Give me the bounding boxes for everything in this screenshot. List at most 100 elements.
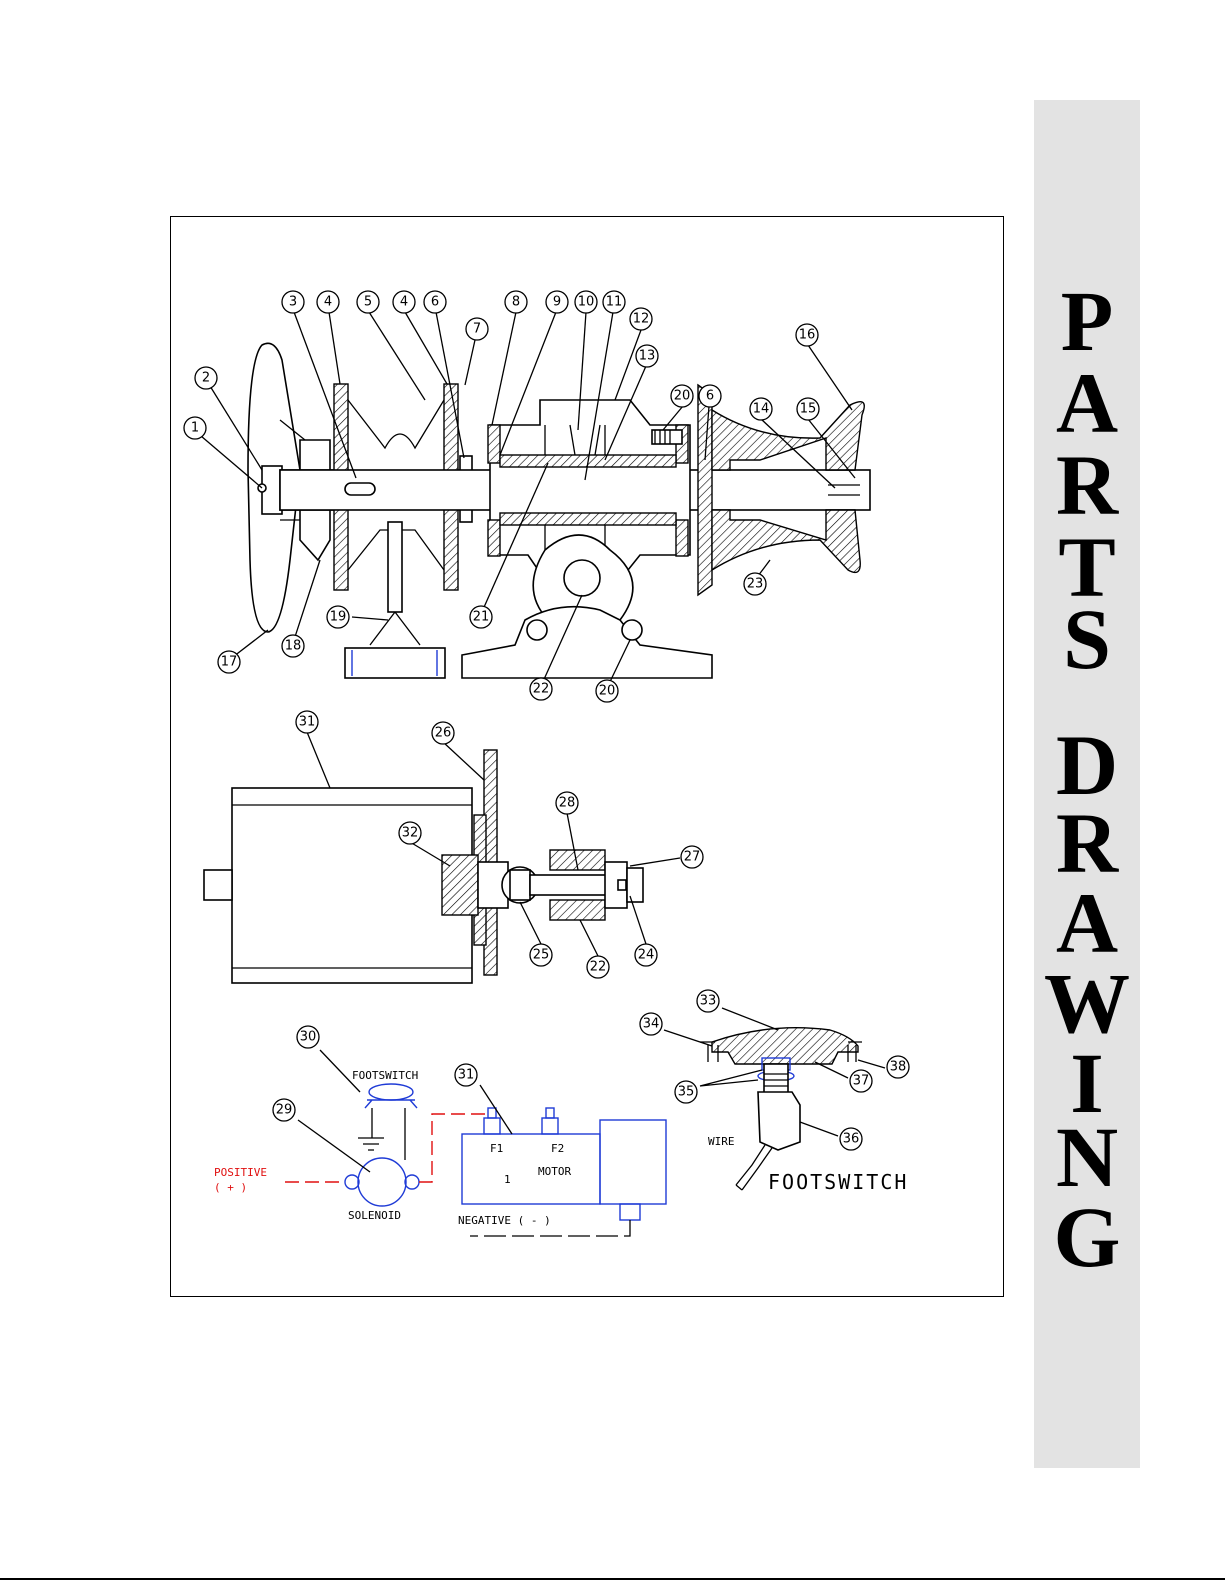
svg-text:28: 28 <box>559 796 576 811</box>
callout: 28 <box>556 792 578 814</box>
svg-text:22: 22 <box>590 960 607 975</box>
motor-box <box>462 1134 600 1204</box>
motor-number-label: 1 <box>504 1173 511 1186</box>
svg-text:4: 4 <box>324 295 332 310</box>
callout: 32 <box>399 822 421 844</box>
svg-text:31: 31 <box>299 715 316 730</box>
svg-text:31: 31 <box>458 1068 475 1083</box>
svg-text:18: 18 <box>285 639 302 654</box>
callout: 30 <box>297 1026 319 1048</box>
callout: 1 <box>184 417 206 439</box>
svg-text:20: 20 <box>599 684 616 699</box>
callout: 13 <box>636 345 658 367</box>
svg-text:38: 38 <box>890 1060 907 1075</box>
svg-text:16: 16 <box>799 328 816 343</box>
svg-text:17: 17 <box>221 655 238 670</box>
callout: 4 <box>317 291 339 313</box>
callout: 15 <box>797 398 819 420</box>
callout: 26 <box>432 722 454 744</box>
callout: 2 <box>195 367 217 389</box>
svg-text:36: 36 <box>843 1132 860 1147</box>
svg-text:11: 11 <box>606 295 623 310</box>
svg-text:6: 6 <box>706 389 714 404</box>
svg-text:34: 34 <box>643 1017 660 1032</box>
callout: 31 <box>296 711 318 733</box>
callout: 20 <box>671 385 693 407</box>
callout: 33 <box>697 990 719 1012</box>
callout: 12 <box>630 308 652 330</box>
motor-body <box>232 788 472 983</box>
callout: 7 <box>466 318 488 340</box>
svg-text:33: 33 <box>700 994 717 1009</box>
belt-guard-base <box>345 648 445 678</box>
footswitch-label-large: FOOTSWITCH <box>768 1170 908 1194</box>
callout: 17 <box>218 651 240 673</box>
svg-text:26: 26 <box>435 726 452 741</box>
callout: 36 <box>840 1128 862 1150</box>
svg-text:10: 10 <box>578 295 595 310</box>
negative-label: NEGATIVE ( - ) <box>458 1214 551 1227</box>
svg-text:9: 9 <box>553 295 561 310</box>
svg-text:21: 21 <box>473 610 490 625</box>
callout: 6 <box>699 385 721 407</box>
svg-text:20: 20 <box>674 389 691 404</box>
callout: 22 <box>530 678 552 700</box>
callout: 16 <box>796 324 818 346</box>
svg-text:19: 19 <box>330 610 347 625</box>
svg-text:35: 35 <box>678 1085 695 1100</box>
callout: 19 <box>327 606 349 628</box>
callout: 34 <box>640 1013 662 1035</box>
svg-text:5: 5 <box>364 295 372 310</box>
callout: 29 <box>273 1099 295 1121</box>
callout: 22 <box>587 956 609 978</box>
callout: 37 <box>850 1070 872 1092</box>
callout: 27 <box>681 846 703 868</box>
solenoid-symbol <box>358 1158 406 1206</box>
callout: 4 <box>393 291 415 313</box>
svg-text:4: 4 <box>400 295 408 310</box>
callout: 14 <box>750 398 772 420</box>
positive-sign-label: ( + ) <box>214 1181 247 1194</box>
callout: 24 <box>635 944 657 966</box>
callout: 9 <box>546 291 568 313</box>
svg-text:7: 7 <box>473 322 481 337</box>
svg-text:30: 30 <box>300 1030 317 1045</box>
callout: 31 <box>455 1064 477 1086</box>
svg-text:1: 1 <box>191 421 199 436</box>
callout: 35 <box>675 1081 697 1103</box>
svg-text:6: 6 <box>431 295 439 310</box>
svg-text:2: 2 <box>202 371 210 386</box>
svg-text:25: 25 <box>533 948 550 963</box>
wire-label: WIRE <box>708 1135 735 1148</box>
svg-text:24: 24 <box>638 948 655 963</box>
callout: 23 <box>744 573 766 595</box>
svg-text:13: 13 <box>639 349 656 364</box>
svg-text:29: 29 <box>276 1103 293 1118</box>
svg-text:32: 32 <box>402 826 419 841</box>
footswitch-assembly <box>700 1028 862 1190</box>
f2-label: F2 <box>551 1142 564 1155</box>
callout: 3 <box>282 291 304 313</box>
motor-label: MOTOR <box>538 1165 571 1178</box>
callout: 38 <box>887 1056 909 1078</box>
positive-label: POSITIVE <box>214 1166 267 1179</box>
f1-label: F1 <box>490 1142 503 1155</box>
footswitch-label-small: FOOTSWITCH <box>352 1069 418 1082</box>
callout: 6 <box>424 291 446 313</box>
callout: 18 <box>282 635 304 657</box>
capstan-flange <box>698 385 712 595</box>
callout: 25 <box>530 944 552 966</box>
svg-text:27: 27 <box>684 850 701 865</box>
svg-text:37: 37 <box>853 1074 870 1089</box>
svg-text:22: 22 <box>533 682 550 697</box>
bottom-rule <box>0 1578 1225 1580</box>
solenoid-label: SOLENOID <box>348 1209 401 1222</box>
svg-text:3: 3 <box>289 295 297 310</box>
svg-text:15: 15 <box>800 402 817 417</box>
callout: 21 <box>470 606 492 628</box>
callout: 8 <box>505 291 527 313</box>
footswitch-symbol <box>369 1084 413 1100</box>
svg-text:23: 23 <box>747 577 764 592</box>
callout: 20 <box>596 680 618 702</box>
callout: 10 <box>575 291 597 313</box>
